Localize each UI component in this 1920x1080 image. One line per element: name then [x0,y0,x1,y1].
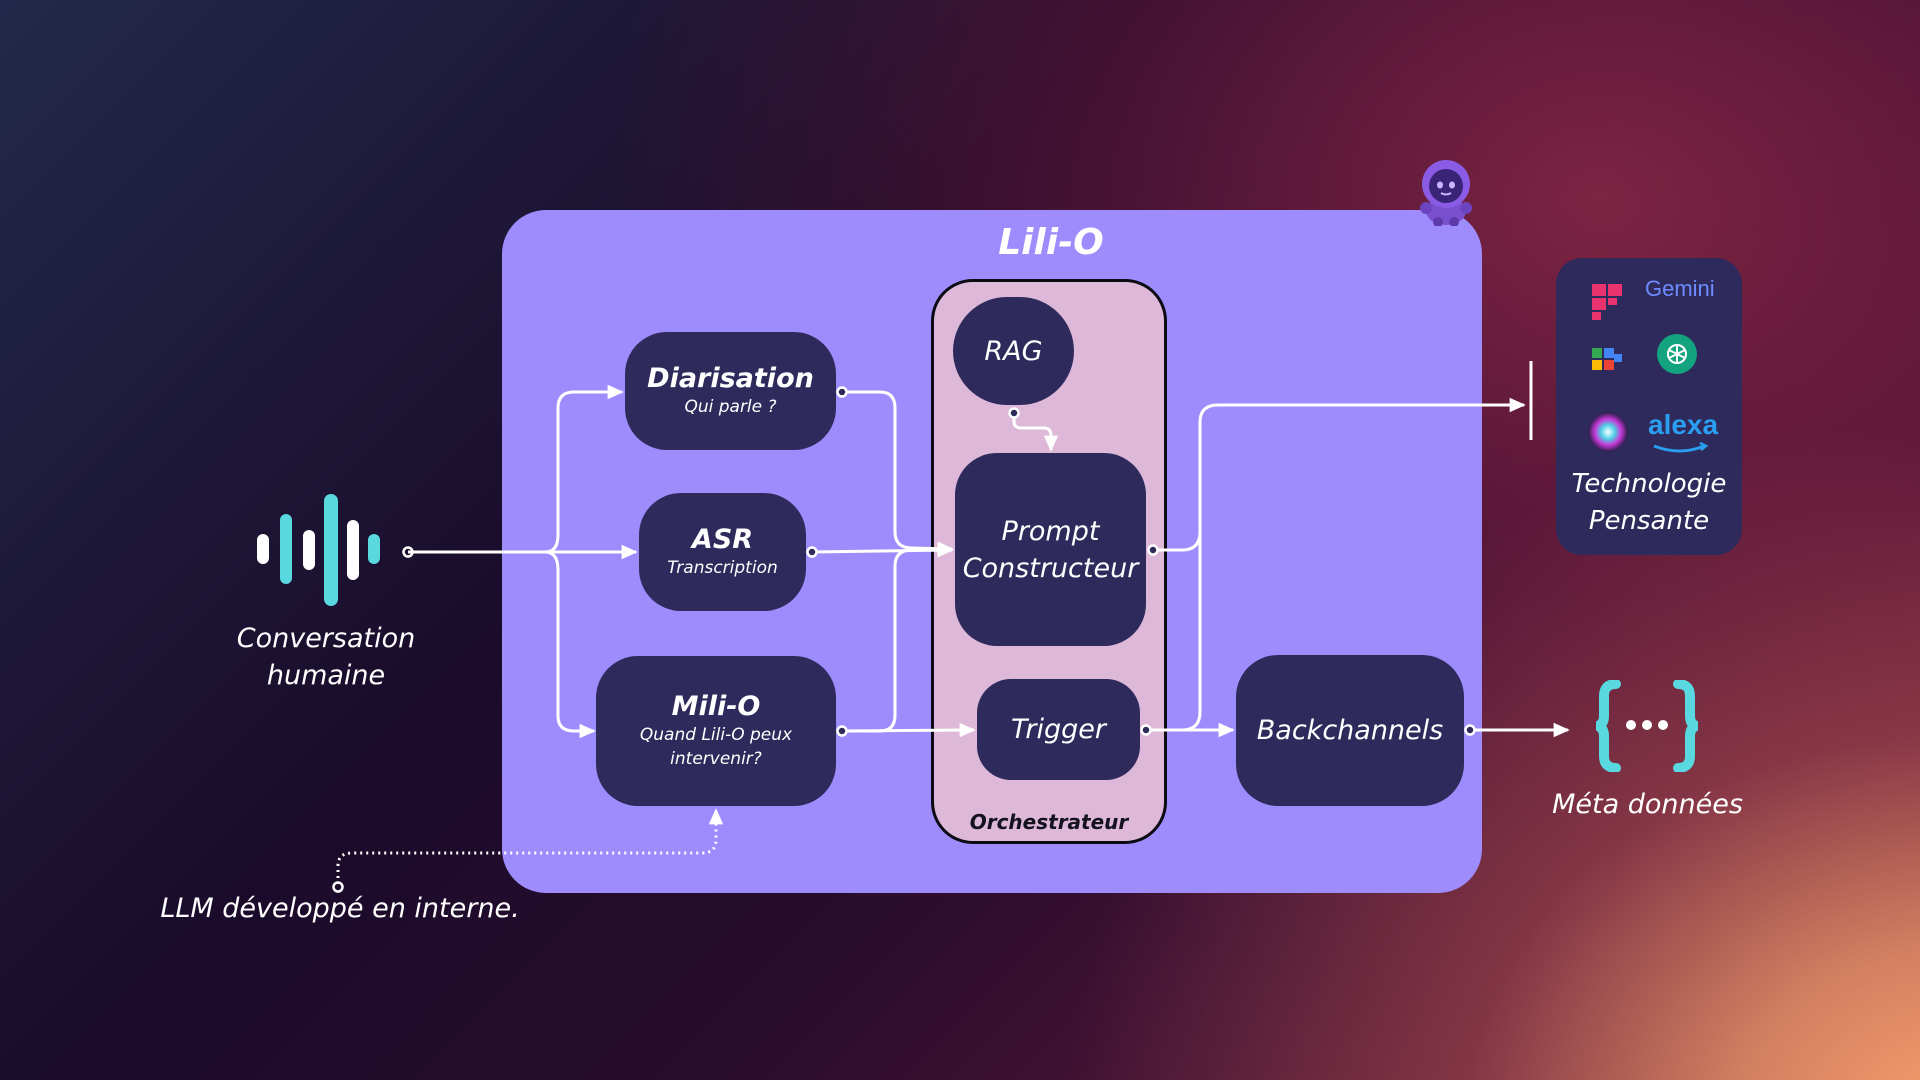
fireflies-logo-icon [1592,284,1622,320]
tech-label-line2: Pensante [1588,506,1710,536]
backchannels-node[interactable]: Backchannels [1236,655,1464,806]
curly-braces-icon [1596,680,1698,772]
milio-node[interactable]: Mili-O Quand Lili-O peux intervenir? [596,656,836,806]
diarisation-title: Diarisation [647,363,814,394]
panel-title: Lili-O [998,222,1104,263]
asr-title: ASR [691,524,754,555]
milio-subtitle-line1: Quand Lili-O peux [639,725,793,745]
technologie-pensante-box [1556,258,1742,555]
llm-note: LLM développé en interne. [160,893,520,924]
milio-subtitle-line2: intervenir? [670,749,762,769]
asr-subtitle: Transcription [667,558,778,578]
gemini-logo: Gemini [1645,276,1715,301]
alexa-smile-icon [1653,442,1709,453]
prompt-label-line2: Constructeur [962,552,1139,584]
milio-title: Mili-O [671,691,761,722]
prompt-label-line1: Prompt [1001,515,1100,547]
diarisation-subtitle: Qui parle ? [684,397,777,417]
diarisation-node[interactable]: Diarisation Qui parle ? [625,332,836,450]
prompt-constructeur-node[interactable]: Prompt Constructeur [955,453,1146,646]
openai-logo-icon [1657,334,1697,374]
input-caption: Conversation humaine [206,620,446,694]
backchannels-label: Backchannels [1256,715,1444,746]
astronaut-mascot-icon [1420,160,1472,226]
input-caption-line1: Conversation [236,623,416,654]
tech-label-line1: Technologie [1571,469,1727,499]
meta-donnees-label: Méta données [1552,789,1743,820]
tech-label: Technologie Pensante [1556,466,1742,540]
input-caption-line2: humaine [266,660,386,691]
orchestrator-label: Orchestrateur [969,810,1129,834]
siri-logo-icon [1588,412,1628,452]
rag-label: RAG [984,335,1043,367]
asr-node[interactable]: ASR Transcription [639,493,806,611]
alexa-logo: alexa [1648,409,1719,440]
sound-wave-icon [257,494,380,606]
trigger-label: Trigger [1011,714,1106,745]
rag-node[interactable]: RAG [953,297,1074,405]
google-logo-icon [1592,348,1622,370]
trigger-node[interactable]: Trigger [977,679,1140,780]
